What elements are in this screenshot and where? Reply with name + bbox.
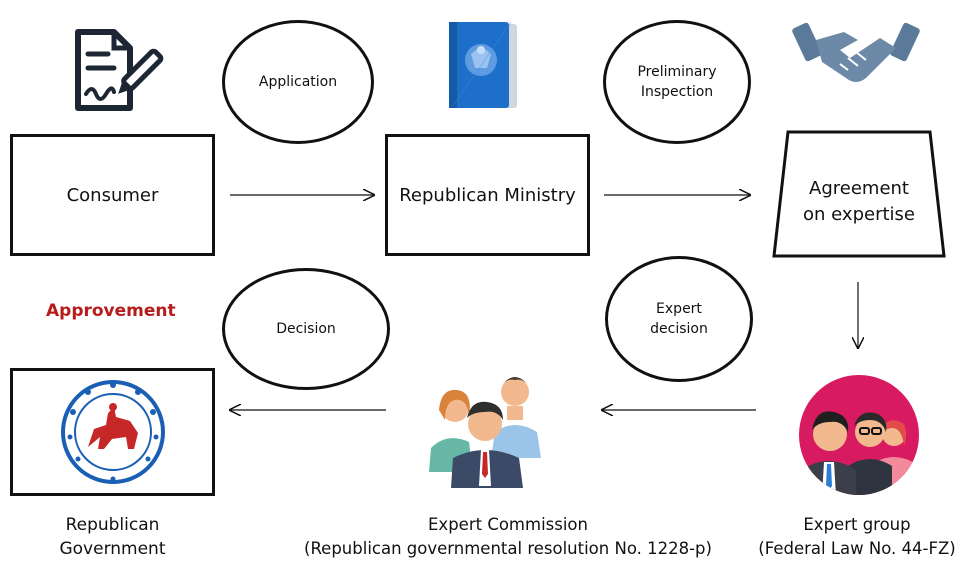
commission-people-icon: [429, 377, 541, 488]
ministry-label: Republican Ministry: [399, 184, 576, 206]
commission-label: Expert Commission (Republican government…: [304, 515, 712, 558]
handshake-icon: [792, 22, 920, 82]
ministry-node: Republican Ministry: [385, 134, 590, 256]
approvement-label: Approvement: [46, 301, 176, 321]
group-label: Expert group (Federal Law No. 44-FZ): [758, 515, 956, 558]
government-label: Republican Government: [59, 515, 166, 559]
document-signature-icon: [75, 29, 164, 111]
consumer-node: Consumer: [10, 134, 215, 256]
edge-label-decision: Decision: [222, 268, 390, 390]
edge-label-expert-decision: Expert decision: [605, 256, 753, 382]
expert-group-icon: [799, 375, 919, 495]
government-node: [10, 368, 215, 496]
yakutia-emblem-icon: [60, 380, 165, 484]
russian-passport-icon: [449, 21, 517, 108]
agreement-node-shape: [772, 130, 946, 258]
edge-label-application: Application: [222, 20, 374, 144]
agreement-label: Agreement on expertise: [803, 178, 915, 225]
edge-label-preliminary-inspection: Preliminary Inspection: [603, 20, 751, 144]
consumer-label: Consumer: [66, 184, 159, 206]
